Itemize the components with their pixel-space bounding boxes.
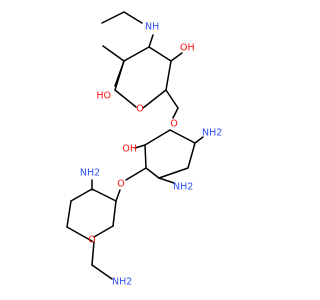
bond [144,129,171,146]
bond [170,52,183,62]
atom-label-oh-top: OH [180,43,195,54]
bond [172,107,179,119]
bond [93,225,114,238]
bond-lines [66,11,204,280]
bond [112,200,117,227]
bond [194,136,204,144]
molecule-structure: NH OH HO O O NH2 OH NH2 O NH2 O NH2 [66,11,222,288]
bond [91,241,95,266]
atom-label-nh2-right: NH2 [202,128,222,139]
bond [142,89,167,109]
atom-labels: NH OH HO O O NH2 OH NH2 O NH2 O NH2 [80,22,222,288]
atom-label-nh2-bottom-left: NH2 [80,168,100,179]
bond [144,144,147,169]
bond [102,45,125,62]
bond [123,46,150,62]
atom-label-ring-o-bottom: O [88,235,95,246]
bond [114,89,137,108]
atom-label-nh2-bottom: NH2 [112,277,132,288]
bond [165,89,179,109]
atom-label-link-o-right: O [170,119,177,130]
bond [70,188,93,202]
atom-label-link-o-bottom: O [117,179,124,190]
atom-label-oh-mid: OH [122,144,137,155]
atom-label-nh2-center: NH2 [173,182,193,193]
bond [125,167,147,181]
bond [115,189,121,202]
bond [114,60,125,87]
bond [89,239,93,242]
bond [187,142,196,169]
bond [145,167,160,179]
bond [158,167,189,179]
atom-label-nh: NH [145,22,159,33]
bond [158,177,175,184]
atom-label-ho-left: HO [96,91,111,102]
atom-label-ring-o-top: O [136,104,143,115]
bond [165,60,172,91]
bond [148,34,154,48]
bond [91,264,113,280]
bond [101,11,125,24]
bond [66,200,72,228]
bond [134,144,146,149]
bond [91,188,117,202]
bond [123,11,143,24]
bond [66,226,91,241]
bond [148,46,172,62]
bond [169,129,196,144]
